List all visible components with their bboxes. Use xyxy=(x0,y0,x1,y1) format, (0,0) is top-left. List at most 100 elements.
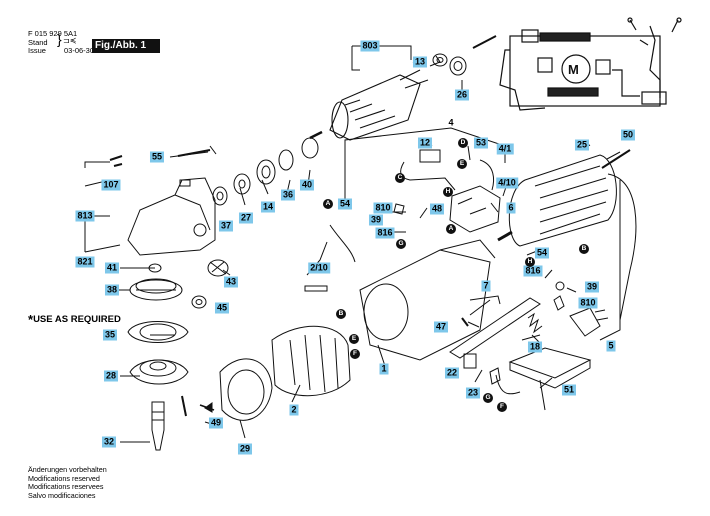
ring-36 xyxy=(278,149,294,171)
gasket-35 xyxy=(127,321,189,343)
part-label: 821 xyxy=(75,256,95,268)
part-label: 32 xyxy=(101,436,117,448)
button-22 xyxy=(463,353,477,369)
connector-dot: H xyxy=(525,257,535,267)
pinion-43 xyxy=(207,259,229,277)
wiring-schematic xyxy=(499,17,682,111)
part-label: 23 xyxy=(465,387,481,399)
connector-dot: A xyxy=(446,224,456,234)
motor-symbol: M xyxy=(568,62,579,77)
spring-18 xyxy=(527,312,543,334)
part-label: 50 xyxy=(620,129,636,141)
part-label: 48 xyxy=(429,203,445,215)
gear-27 xyxy=(233,173,251,195)
wire-54 xyxy=(329,224,356,263)
footer-notes: Änderungen vorbehalten Modifications res… xyxy=(28,465,107,500)
part-label: 4/1 xyxy=(496,143,514,155)
part-label: 41 xyxy=(104,262,120,274)
part-label: 803 xyxy=(360,40,380,52)
footer-line: Änderungen vorbehalten xyxy=(28,465,107,474)
part-label: 39 xyxy=(584,281,600,293)
part-label: 54 xyxy=(534,247,550,259)
connector-dot: D xyxy=(458,138,468,148)
gear-head-housing xyxy=(127,177,216,256)
bearing-26 xyxy=(449,56,467,76)
part-label: 55 xyxy=(149,151,165,163)
part-label: 816 xyxy=(523,265,543,277)
part-label: 28 xyxy=(103,370,119,382)
nut-45 xyxy=(191,295,207,309)
part-label: 36 xyxy=(280,189,296,201)
issue-label: Issue xyxy=(28,46,46,55)
part-label: 53 xyxy=(473,137,489,149)
part-label: 37 xyxy=(218,220,234,232)
plug-5 xyxy=(569,307,609,337)
part-label: 54 xyxy=(337,198,353,210)
bearing-37 xyxy=(212,186,228,206)
part-label: 107 xyxy=(101,179,121,191)
connector-dot: A xyxy=(323,199,333,209)
figure-label: Fig./Abb. 1 xyxy=(92,39,160,53)
part-label: 26 xyxy=(454,89,470,101)
screw-47 xyxy=(461,317,469,327)
part-label: 2 xyxy=(289,404,299,416)
connector-dot: B xyxy=(336,309,346,319)
part-label: 51 xyxy=(561,384,577,396)
connector-dot: H xyxy=(443,187,453,197)
part-label: 1 xyxy=(379,363,389,375)
clip-23 xyxy=(489,367,501,385)
part-label: 38 xyxy=(104,284,120,296)
part-label: 6 xyxy=(506,202,516,214)
guard-ring-29 xyxy=(219,358,273,421)
part-label: 35 xyxy=(102,329,118,341)
footer-line: Modifications reservees xyxy=(28,482,104,492)
lead-wires xyxy=(495,374,546,411)
switch-51 xyxy=(508,347,592,389)
part-label: 816 xyxy=(375,227,395,239)
shaft-lock-41 xyxy=(148,263,162,273)
connector-dot: E xyxy=(349,334,359,344)
footer-line: Salvo modificaciones xyxy=(28,490,96,500)
wire-810-left xyxy=(393,203,405,215)
part-label: 47 xyxy=(433,321,449,333)
part-label: 14 xyxy=(260,201,276,213)
doc-number: F 015 929 5A1 xyxy=(28,29,78,38)
motor-housing-1 xyxy=(359,239,496,361)
part-label: 29 xyxy=(237,443,253,455)
part-label: 4 xyxy=(448,117,454,128)
part-label: 40 xyxy=(299,179,315,191)
part-label: 13 xyxy=(412,56,428,68)
part-label: 4/10 xyxy=(496,177,518,189)
part-label: 18 xyxy=(527,341,543,353)
use-as-required-note: *USE AS REQUIRED xyxy=(28,312,121,327)
part-label: 7 xyxy=(481,280,491,292)
issue-date: 03-06-30 xyxy=(64,46,95,55)
part-label: 2/10 xyxy=(308,262,330,274)
part-label: 39 xyxy=(368,214,384,226)
pin-107 xyxy=(109,155,123,167)
suppressor-2-10 xyxy=(304,285,328,292)
connector-dot: C xyxy=(395,173,405,183)
motor-housing-25 xyxy=(497,154,637,321)
brace-glyph: } xyxy=(57,31,62,47)
terminal-810-right xyxy=(553,295,565,311)
connector-dot: F xyxy=(497,402,507,412)
connector-dot: G xyxy=(396,239,406,249)
part-label: 813 xyxy=(75,210,95,222)
connector-dot: G xyxy=(483,393,493,403)
connector-dot: B xyxy=(579,244,589,254)
part-label: 27 xyxy=(238,212,254,224)
spindle-32 xyxy=(151,401,165,451)
ball-bearing-14 xyxy=(256,159,276,185)
connector-dot: E xyxy=(457,159,467,169)
part-label: 49 xyxy=(208,417,224,429)
screw-49 xyxy=(181,395,187,417)
part-label: 25 xyxy=(574,139,590,151)
part-label: 12 xyxy=(417,137,433,149)
part-label: 45 xyxy=(214,302,230,314)
armature xyxy=(309,55,441,141)
flange-28 xyxy=(129,359,189,385)
part-label: 5 xyxy=(606,340,616,352)
